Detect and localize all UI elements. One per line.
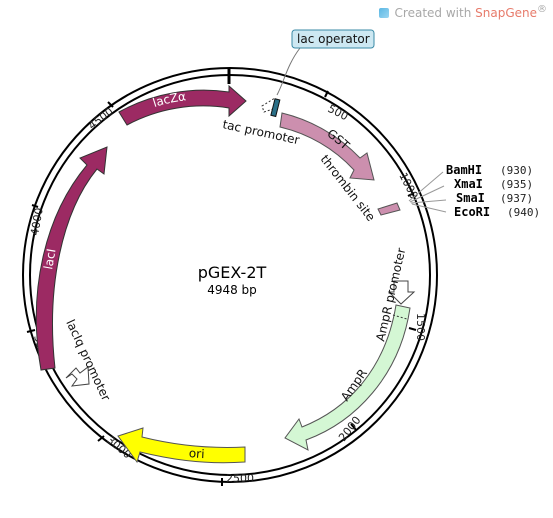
site-xmai-name[interactable]: XmaI — [454, 177, 483, 191]
backbone-outer-ring — [22, 67, 438, 483]
tick-label-2500: 2500 — [226, 472, 254, 485]
lac-operator-callout[interactable] — [291, 29, 375, 49]
laciq-promoter-arrow[interactable] — [65, 366, 90, 387]
site-ecori-position: (940) — [507, 206, 540, 219]
restriction-site-leader-lines — [408, 171, 447, 213]
site-smai-name[interactable]: SmaI — [456, 191, 485, 205]
ori-label: ori — [188, 446, 205, 461]
thrombin-site-feature[interactable] — [377, 202, 401, 216]
ampr-promoter-overlap-line — [392, 314, 408, 320]
tick-label-1500: 1500 — [414, 313, 427, 341]
snapgene-watermark: Created with SnapGene® — [378, 4, 547, 20]
restriction-sites-list: BamHI (930) XmaI (935) SmaI (937) EcoRI … — [446, 163, 540, 219]
site-ecori-name[interactable]: EcoRI — [454, 205, 490, 219]
site-xmai-position: (935) — [500, 178, 533, 191]
ampr-feature-arrow[interactable] — [284, 304, 411, 451]
plasmid-size: 4948 bp — [207, 283, 257, 297]
lac-operator-feature[interactable] — [270, 98, 281, 118]
ori-feature-arrow[interactable] — [117, 427, 246, 464]
lac-operator-label: lac operator — [297, 32, 370, 46]
plasmid-name: pGEX-2T — [198, 263, 267, 282]
tick-label-4000: 4000 — [28, 207, 46, 237]
ampr-promoter-arrow[interactable] — [387, 280, 416, 305]
lac-operator-leader-line — [276, 47, 301, 96]
site-smai-position: (937) — [500, 192, 533, 205]
site-bamhi-name[interactable]: BamHI — [446, 163, 482, 177]
site-bamhi-position: (930) — [500, 164, 533, 177]
snapgene-logo-icon — [378, 8, 389, 18]
laci-feature-arrow[interactable] — [35, 146, 108, 371]
gst-feature-arrow[interactable] — [279, 112, 375, 181]
lacza-feature-arrow[interactable] — [118, 84, 247, 126]
tick-label-4500: 4500 — [86, 105, 116, 132]
laci-label: lacI — [41, 248, 58, 271]
tick-marks — [26, 90, 417, 486]
laciq-promoter-label: lacIq promoter — [63, 317, 113, 403]
tick-label-500: 500 — [326, 102, 351, 123]
